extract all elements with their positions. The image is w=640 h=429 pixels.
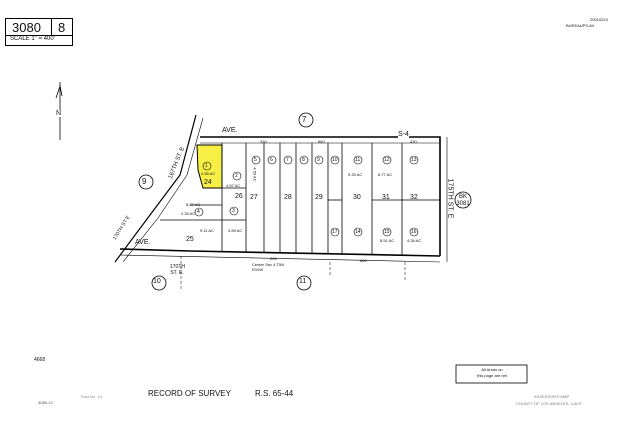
lot-29: 29	[315, 194, 323, 201]
lot-27: 27	[250, 194, 258, 201]
area-note-10: 4.26 AC	[407, 238, 422, 243]
area-note-2: 4.59 AC	[252, 167, 258, 182]
circle-label-9: 9	[142, 177, 147, 186]
highlight-area-label: 4.55 AC	[201, 171, 216, 176]
parcel-11: 11	[355, 157, 361, 163]
area-note-3: 8.27 AC	[186, 202, 201, 207]
scale-box: SCALE 1" = 400'	[5, 35, 73, 46]
parcel-4: 4	[197, 209, 200, 215]
dim-4: 200	[270, 256, 277, 261]
scale-label: SCALE 1" = 400'	[10, 36, 55, 42]
parcel-10: 10	[332, 157, 338, 163]
dim-1: 330	[260, 139, 267, 144]
assessor-line-1: ASSESSOR'S MAP	[534, 394, 570, 399]
parcel-8: 8	[302, 157, 305, 163]
dim-5: 660	[360, 258, 367, 263]
circle-label-11: 11	[299, 278, 307, 285]
parcel-1: 1	[205, 163, 208, 169]
dim-3: 430	[410, 139, 417, 144]
street-ave-top: AVE.	[222, 127, 238, 134]
all-areas-box	[455, 364, 528, 384]
parcel-lines	[160, 143, 440, 255]
reference-lines	[180, 256, 406, 290]
area-note-1: 4.57 AC	[226, 183, 241, 188]
book-number: 3080	[12, 20, 41, 35]
lot-32: 32	[410, 194, 418, 201]
parcel-circles	[194, 155, 419, 237]
rs-reference: R.S. 65-44	[255, 389, 294, 398]
dim-2: 660	[318, 139, 325, 144]
parcel-13: 13	[411, 157, 417, 163]
book-number-box: 3080	[5, 18, 53, 37]
lot-24: 24	[204, 179, 212, 186]
record-of-survey: RECORD OF SURVEY	[148, 389, 231, 398]
lot-31: 31	[382, 194, 390, 201]
center-section-note: Center Sec 4 T5N R10W	[252, 262, 284, 272]
area-note-4: 9.11 AC	[200, 228, 214, 233]
lot-30: 30	[353, 194, 361, 201]
left-code: 4668	[34, 357, 46, 363]
left-faint-note: Tract No. 14	[80, 394, 102, 399]
all-areas-line-1: All Areas on	[481, 367, 503, 372]
page-number: 8	[58, 20, 66, 35]
parcel-5: 5	[254, 157, 257, 163]
block-outline	[114, 114, 448, 263]
parcel-9: 9	[317, 157, 320, 163]
assessor-line-2: COUNTY OF LOS ANGELES, CALIF.	[516, 401, 583, 406]
area-note-8: 6.77 AC	[378, 172, 393, 177]
parcel-3: 3	[232, 208, 235, 214]
book-reference: BK 3081	[456, 194, 470, 207]
parcel-7: 7	[286, 157, 289, 163]
area-note-7: 9.33 AC	[348, 172, 363, 177]
street-ave-bottom: AVE.	[135, 239, 151, 246]
circled-markers	[138, 112, 472, 291]
highlighted-parcel[interactable]	[196, 144, 223, 189]
left-code-2: 3085-12	[38, 400, 53, 405]
all-areas-line-2: this page are net	[477, 373, 507, 378]
parcel-17: 17	[332, 229, 338, 235]
lot-26: 26	[235, 193, 243, 200]
area-note-6: 4.59 AC	[228, 228, 243, 233]
code-s4: S-4	[398, 131, 409, 138]
parcel-14: 14	[355, 229, 361, 235]
all-areas-note: All Areas on this page are net	[460, 367, 524, 379]
lot-25: 25	[186, 236, 194, 243]
parcel-15: 15	[384, 229, 390, 235]
lot-28: 28	[284, 194, 292, 201]
street-170th: 170TH ST. E.	[170, 264, 186, 276]
circle-label-10: 10	[153, 278, 161, 285]
circle-label-7: 7	[302, 115, 307, 124]
area-note-5: 2.25 AC	[181, 211, 196, 216]
parcel-6: 6	[270, 157, 273, 163]
parcel-2: 2	[235, 173, 238, 179]
top-right-code-2: BUREAUPS-84	[566, 23, 594, 28]
parcel-12: 12	[384, 157, 390, 163]
parcel-16: 16	[411, 229, 417, 235]
top-right-code-1: 20010224	[590, 17, 608, 22]
north-label: N	[56, 110, 62, 117]
area-note-9: 8.51 AC	[380, 238, 395, 243]
